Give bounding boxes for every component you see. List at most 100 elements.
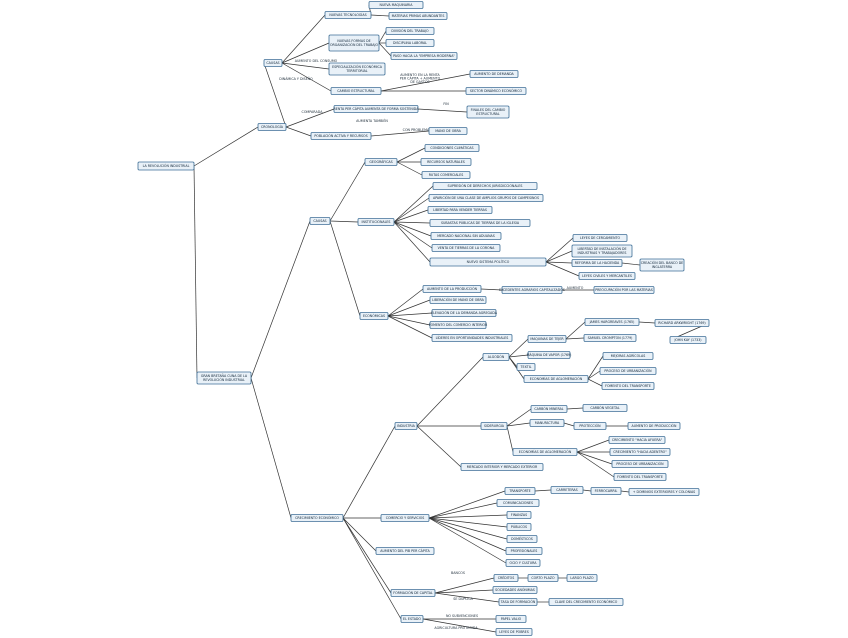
node-materias: MATERIAS PRIMAS ABUNDANTES: [388, 12, 448, 20]
node-label: PROCESO DE URBANIZACIÓN: [616, 461, 664, 466]
node-label: RICHARD ARKWRIGHT (1769): [658, 321, 705, 325]
connector-carreteras-ferrocarril: [582, 489, 592, 492]
node-label: PROFESIONALES: [511, 549, 538, 553]
connector-nuevo_sist-leyes_civiles: [545, 261, 580, 277]
edge-label-aumento: AUMENTO: [567, 286, 584, 290]
connector-gran_bret-causas2: [250, 220, 311, 379]
node-tasa-form: TASA DE FORMACIÓN: [498, 598, 538, 606]
node-ocio: OCIO Y CULTURA: [505, 559, 541, 567]
node-crec-adentro: CRECIMIENTO "HACIA ADENTRO": [609, 448, 671, 456]
connector-estado-leyes_pobres: [422, 618, 497, 633]
node-mano-obra: MANO DE OBRA: [428, 127, 468, 135]
connector-algodon-maq_vapor: [508, 354, 529, 358]
node-label: RECURSOS NATURALES: [427, 160, 465, 164]
node-label: COMERCIO Y SERVICIOS: [386, 516, 425, 520]
node-mercado-nac: MERCADO NACIONAL SIN ADUANAS: [430, 232, 502, 240]
node-label: LEYES DE CERCAMIENTO: [580, 236, 621, 240]
connector-comercio-ocio: [428, 517, 507, 564]
node-label: CORTO PLAZO: [531, 576, 555, 580]
connector-causas2-institucionales: [329, 220, 359, 223]
node-label: SUPRESIÓN DE DERECHOS JURISDICCIONALES: [448, 183, 523, 188]
node-label: CRÉDITOS: [498, 575, 515, 580]
connector-causas1-cambio_est: [281, 62, 332, 92]
node-label: ELEVACIÓN DE LA DEMANDA AGREGADA: [431, 310, 498, 315]
node-leyes-cerc: LEYES DE CERCAMIENTO: [572, 234, 628, 242]
connector-economicas-fomento_com: [387, 315, 431, 326]
node-label: COMUNICACIONES: [503, 501, 533, 505]
node-richard: RICHARD ARKWRIGHT (1769): [654, 319, 710, 327]
node-division: DIVISIÓN DEL TRABAJO: [385, 27, 435, 35]
node-label: CAUSAS: [313, 219, 326, 223]
node-label: JOHN KAY (1733): [673, 338, 701, 342]
node-proteccion: PROTECCIÓN: [573, 422, 607, 430]
node-mejoras: MEJORAS AGRÍCOLAS: [602, 352, 654, 360]
node-label: LEYES DE POBRES: [499, 630, 529, 634]
node-label: INDUSTRIA: [397, 424, 415, 428]
connector-crecimiento-formacion: [342, 517, 392, 594]
node-label: PREOCUPACIÓN POR LAS MATERIAS: [595, 287, 653, 292]
node-label: PROTECCIÓN: [579, 423, 601, 428]
node-transporte: TRANSPORTE: [504, 487, 536, 495]
node-proceso-urb2: PROCESO DE URBANIZACIÓN: [611, 460, 669, 468]
node-label: MANUFACTURA: [535, 421, 560, 425]
node-rutas: RUTAS COMERCIALES: [421, 171, 471, 179]
node-label: ECONOMÍAS DE AGLOMERACIÓN: [530, 376, 583, 381]
node-label: PROCESO DE URBANIZACIÓN: [604, 368, 652, 373]
node-label: MEJORAS AGRÍCOLAS: [611, 353, 646, 358]
node-label: APARICIÓN DE UNA CLASE DE AMPLIOS GRUPOS…: [433, 195, 539, 200]
node-economicas: ECONÓMICAS: [359, 312, 389, 320]
node-poblacion: POBLACIÓN ACTIVA Y RECURSOS: [310, 132, 372, 140]
node-causas2: CAUSAS: [309, 217, 331, 225]
node-label: LA REVOLUCIÓN INDUSTRIAL: [143, 163, 190, 168]
connector-cambio_est-aumento_dem: [380, 73, 471, 92]
connector-nuevas_formas-paso_emp: [378, 42, 392, 57]
node-label: VENTA DE TIERRAS DE LA CORONA: [438, 246, 495, 250]
connector-econ_aglom1-proceso_urb1: [587, 370, 601, 380]
node-label: SAMUEL CROMPTON (1779): [588, 336, 633, 340]
connector-causas1-especial: [281, 62, 330, 70]
connector-comercio-domesticos: [428, 517, 508, 540]
node-comunicaciones: COMUNICACIONES: [496, 499, 540, 507]
connector-maq_tejer-samuel: [565, 337, 585, 340]
node-label: LARGO PLAZO: [570, 576, 594, 580]
node-econ-aglom2: ECONOMÍAS DE AGLOMERACIÓN: [512, 448, 578, 456]
node-carbon-veg: CARBÓN VEGETAL: [582, 404, 628, 412]
node-label: INSTITUCIONALES: [362, 220, 391, 224]
edge-label-no-subvenciones: NO SUBVENCIONES: [446, 614, 478, 618]
connector-algodon-maq_tejer: [508, 338, 529, 358]
node-institucionales: INSTITUCIONALES: [357, 218, 395, 226]
connector-crono-causas1: [263, 62, 287, 128]
node-corto-plazo: CORTO PLAZO: [527, 574, 559, 582]
connector-econ_aglom2-crec_afuera: [576, 439, 610, 453]
edge-label-se-duplica: SE DUPLICA: [453, 597, 473, 601]
node-label: GEOGRÁFICAS: [369, 159, 392, 164]
node-industria: INDUSTRIA: [394, 422, 418, 430]
node-sector-din: SECTOR DINÁMICO ECONÓMICO: [465, 87, 527, 95]
node-label: CRECIMIENTO "HACIA AFUERA": [612, 438, 663, 442]
node-rev: LA REVOLUCIÓN INDUSTRIAL: [137, 161, 195, 171]
node-econ-aglom1: ECONOMÍAS DE AGLOMERACIÓN: [523, 375, 589, 383]
connector-econ_aglom1-mejoras: [587, 355, 604, 380]
node-label: CONDICIONES CLIMÁTICAS: [430, 145, 473, 150]
edge-label-bancos: BANCOS: [451, 571, 465, 575]
connector-transporte-carreteras: [534, 489, 552, 492]
edge-label-aumento-consumo: AUMENTO DEL CONSUMO: [295, 59, 338, 63]
node-label: FINANZAS: [511, 513, 527, 517]
node-libertad-tierras: LIBERTAD PARA VENDER TIERRAS: [427, 206, 493, 214]
edge-label-fin: FIN: [443, 102, 449, 106]
node-label: SOCIEDADES ANÓNIMAS: [495, 587, 535, 592]
connector-formacion-creditos: [434, 577, 495, 594]
node-fomento-com: FOMENTO DEL COMERCIO INTERIOR: [429, 321, 488, 329]
connector-nuevas_tec-materias: [370, 14, 390, 17]
connector-gran_bret-crecimiento: [250, 377, 292, 519]
node-nuevas-tec: NUEVAS TECNOLOGÍAS: [324, 11, 372, 19]
connector-nuevas_formas-division: [378, 30, 387, 44]
node-label: TASA DE FORMACIÓN: [501, 599, 536, 604]
node-cambio-est: CAMBIO ESTRUCTURAL: [330, 87, 382, 95]
node-label: LIBERTAD PARA VENDER TIERRAS: [433, 208, 487, 212]
node-label: PÚBLICOS: [511, 524, 527, 529]
node-liberacion: LIBERACIÓN DE MANO DE OBRA: [429, 296, 487, 304]
